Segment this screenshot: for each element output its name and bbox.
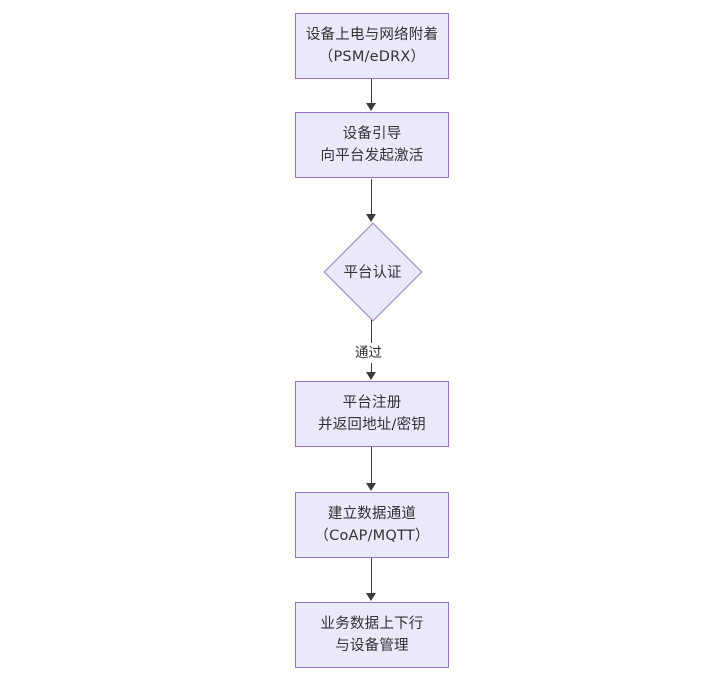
flow-edge-label-pass: 通过 — [352, 343, 385, 363]
flow-node-label-line2: 与设备管理 — [335, 637, 409, 654]
flow-node-label-line2: （PSM/eDRX） — [318, 48, 426, 65]
flow-node-platform-register[interactable]: 平台注册 并返回地址/密钥 — [295, 381, 449, 447]
flow-node-power-on[interactable]: 设备上电与网络附着 （PSM/eDRX） — [295, 13, 449, 79]
flow-node-platform-auth[interactable]: 平台认证 — [323, 222, 422, 321]
flow-node-label-line1: 建立数据通道 — [327, 505, 417, 522]
flow-node-label-line1: 平台注册 — [342, 394, 402, 411]
flow-edge-line-2 — [371, 179, 373, 215]
flow-node-label-line1: 平台认证 — [343, 265, 402, 281]
flow-edge-arrow-2 — [366, 214, 376, 222]
flow-edge-arrow-5 — [366, 593, 376, 601]
flow-node-data-channel[interactable]: 建立数据通道 （CoAP/MQTT） — [295, 492, 449, 558]
flow-edge-arrow-3 — [366, 372, 376, 380]
flow-node-label-line2: 向平台发起激活 — [320, 147, 424, 164]
flow-edge-line-1 — [371, 79, 373, 104]
flow-node-label-line2: （CoAP/MQTT） — [314, 527, 430, 544]
flow-node-business-data[interactable]: 业务数据上下行 与设备管理 — [295, 602, 449, 668]
flow-node-device-bootstrap[interactable]: 设备引导 向平台发起激活 — [295, 112, 449, 178]
flow-node-label-line1: 设备上电与网络附着 — [305, 26, 439, 43]
flow-node-label-line1: 设备引导 — [342, 125, 402, 142]
flow-node-label-line2: 并返回地址/密钥 — [318, 416, 426, 433]
flow-edge-arrow-1 — [366, 103, 376, 111]
flow-node-label-line1: 业务数据上下行 — [320, 615, 424, 632]
flow-edge-line-5 — [371, 558, 373, 594]
flow-edge-arrow-4 — [366, 483, 376, 491]
flow-edge-line-4 — [371, 447, 373, 484]
